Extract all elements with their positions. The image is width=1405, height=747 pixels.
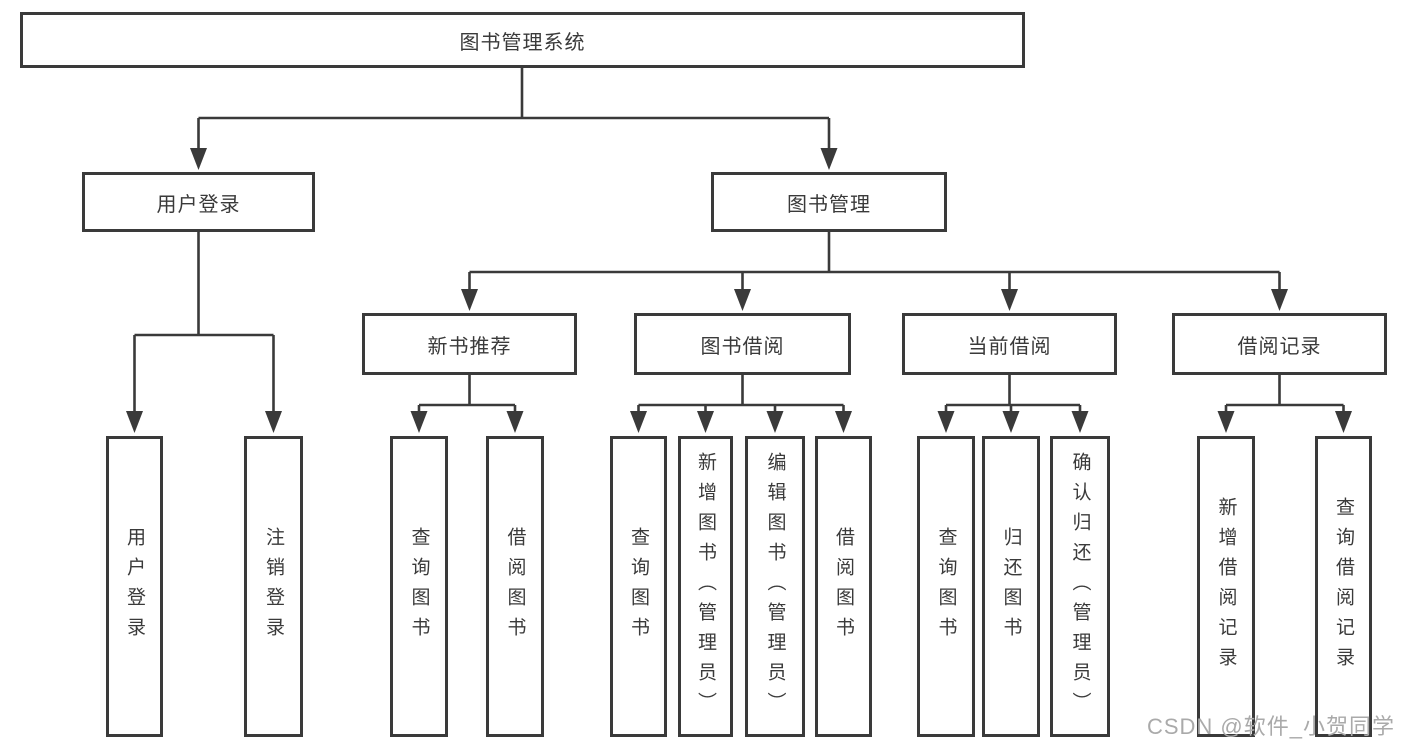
leaf-logout-label: 注销登录 — [263, 526, 284, 647]
node-borrow-records-label: 借阅记录 — [1237, 335, 1322, 358]
leaf-add-book-admin-label: 新增图书（管理员） — [695, 451, 716, 722]
leaf-logout: 注销登录 — [244, 436, 303, 737]
node-book-borrow-label: 图书借阅 — [700, 335, 785, 358]
node-book-management-label: 图书管理 — [787, 193, 871, 216]
leaf-user-login: 用户登录 — [106, 436, 163, 737]
leaf-query-books-current-label: 查询图书 — [935, 526, 957, 647]
node-current-borrow: 当前借阅 — [902, 313, 1117, 375]
leaf-borrow-books-borrow-label: 借阅图书 — [833, 526, 854, 647]
node-root-label: 图书管理系统 — [459, 31, 586, 54]
leaf-add-borrow-record: 新增借阅记录 — [1197, 436, 1255, 737]
leaf-query-books-recommend-label: 查询图书 — [408, 526, 430, 647]
leaf-edit-book-admin-label: 编辑图书（管理员） — [764, 451, 786, 722]
csdn-watermark: CSDN @软件_小贺同学 — [1146, 714, 1395, 739]
leaf-add-borrow-record-label: 新增借阅记录 — [1215, 496, 1237, 677]
leaf-confirm-return-admin: 确认归还（管理员） — [1050, 436, 1110, 737]
node-new-book-recommend-label: 新书推荐 — [427, 335, 512, 358]
leaf-user-login-label: 用户登录 — [124, 526, 145, 647]
leaf-query-books-borrow-label: 查询图书 — [628, 526, 649, 647]
node-root: 图书管理系统 — [20, 12, 1025, 68]
leaf-edit-book-admin: 编辑图书（管理员） — [745, 436, 805, 737]
node-book-management: 图书管理 — [711, 172, 947, 232]
node-book-borrow: 图书借阅 — [634, 313, 851, 375]
leaf-return-books-label: 归还图书 — [1000, 526, 1022, 647]
leaf-query-borrow-record: 查询借阅记录 — [1315, 436, 1372, 737]
node-user-login: 用户登录 — [82, 172, 315, 232]
leaf-query-books-borrow: 查询图书 — [610, 436, 667, 737]
leaf-add-book-admin: 新增图书（管理员） — [678, 436, 733, 737]
leaf-query-books-recommend: 查询图书 — [390, 436, 448, 737]
node-borrow-records: 借阅记录 — [1172, 313, 1387, 375]
node-user-login-label: 用户登录 — [156, 193, 241, 216]
leaf-borrow-books-recommend: 借阅图书 — [486, 436, 544, 737]
node-new-book-recommend: 新书推荐 — [362, 313, 577, 375]
leaf-borrow-books-recommend-label: 借阅图书 — [504, 526, 526, 647]
leaf-return-books: 归还图书 — [982, 436, 1040, 737]
node-current-borrow-label: 当前借阅 — [967, 335, 1052, 358]
leaf-confirm-return-admin-label: 确认归还（管理员） — [1069, 451, 1091, 722]
leaf-borrow-books-borrow: 借阅图书 — [815, 436, 872, 737]
leaf-query-borrow-record-label: 查询借阅记录 — [1333, 496, 1354, 677]
leaf-query-books-current: 查询图书 — [917, 436, 975, 737]
